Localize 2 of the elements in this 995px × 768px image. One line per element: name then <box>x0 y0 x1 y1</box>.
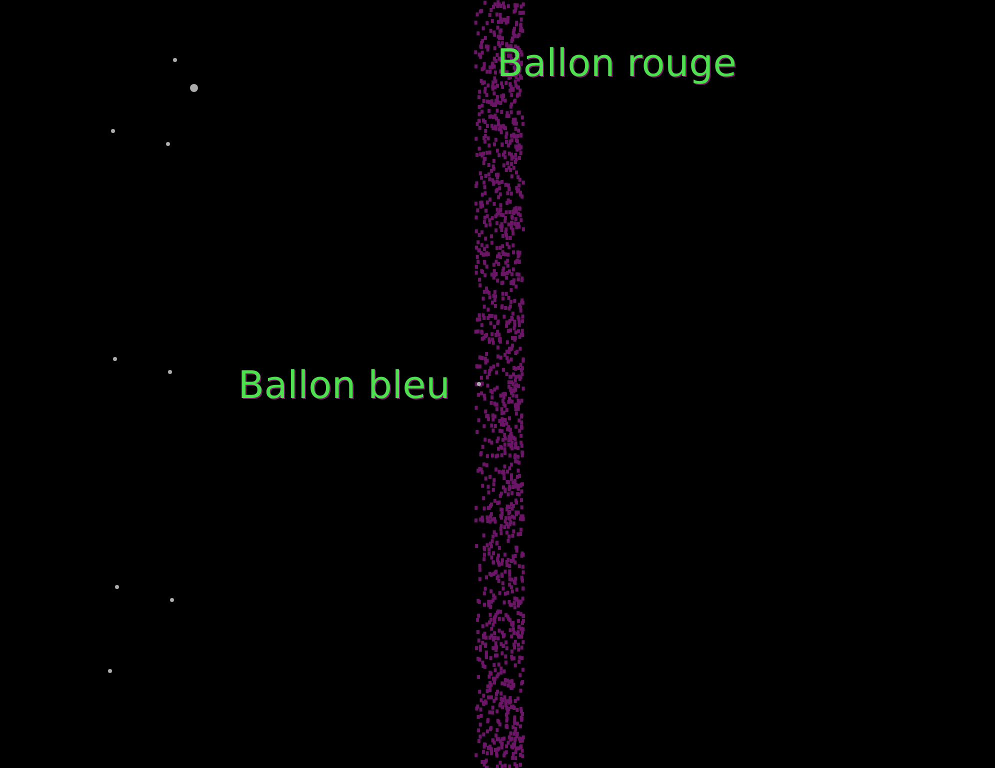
balloon-label: Ballon rouge <box>497 44 737 82</box>
balloon-label: Ballon bleu <box>238 366 450 404</box>
